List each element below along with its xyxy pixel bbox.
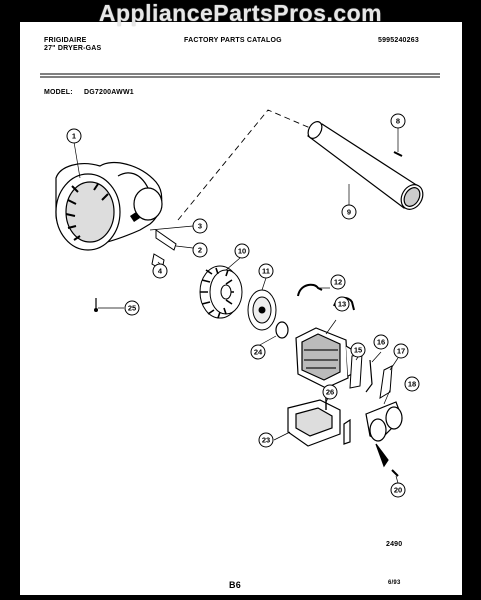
spring-part bbox=[365, 359, 373, 393]
dashed-leader bbox=[177, 109, 344, 221]
brand-label: FRIGIDAIRE bbox=[44, 37, 87, 44]
callout-9: 9 bbox=[341, 204, 357, 220]
callout-26: 26 bbox=[322, 384, 338, 400]
drive-motor-part bbox=[295, 327, 357, 389]
screw-head bbox=[94, 308, 98, 312]
svg-text:15: 15 bbox=[354, 346, 362, 355]
product-label: 27" DRYER-GAS bbox=[44, 45, 102, 52]
bracket-part bbox=[379, 365, 393, 399]
model-label: MODEL: bbox=[44, 89, 73, 96]
revision-date: 6/93 bbox=[388, 580, 401, 586]
callout-15: 15 bbox=[350, 342, 366, 358]
switch-part bbox=[349, 353, 363, 389]
svg-text:23: 23 bbox=[262, 436, 270, 445]
model-number: DG7200AWW1 bbox=[84, 89, 134, 96]
callout-4: 4 bbox=[152, 263, 168, 279]
motor-mount-part bbox=[287, 399, 351, 447]
catalog-number: 5995240263 bbox=[378, 37, 419, 44]
svg-text:3: 3 bbox=[198, 222, 202, 231]
blower-housing-part bbox=[55, 161, 163, 251]
svg-text:18: 18 bbox=[408, 380, 416, 389]
catalog-title: FACTORY PARTS CATALOG bbox=[184, 37, 282, 44]
svg-text:10: 10 bbox=[238, 247, 246, 256]
coupler-part bbox=[275, 321, 289, 339]
drawing-number: 2490 bbox=[386, 541, 403, 548]
svg-text:9: 9 bbox=[347, 208, 351, 217]
callout-3: 3 bbox=[192, 218, 208, 234]
svg-text:4: 4 bbox=[158, 267, 163, 276]
callout-11: 11 bbox=[258, 263, 274, 279]
exhaust-duct-part bbox=[307, 121, 424, 210]
svg-text:20: 20 bbox=[394, 486, 402, 495]
svg-text:17: 17 bbox=[397, 347, 405, 356]
callout-16: 16 bbox=[373, 334, 389, 350]
svg-text:2: 2 bbox=[198, 246, 202, 255]
callout-1: 1 bbox=[66, 128, 82, 144]
svg-text:25: 25 bbox=[128, 304, 136, 313]
svg-text:13: 13 bbox=[338, 300, 346, 309]
callout-13: 13 bbox=[334, 296, 350, 312]
svg-text:8: 8 bbox=[396, 117, 400, 126]
callout-17: 17 bbox=[393, 343, 409, 359]
screw-part bbox=[130, 212, 140, 222]
screw-part bbox=[391, 469, 399, 477]
watermark-text: AppliancePartsPros.com bbox=[98, 0, 383, 26]
svg-text:1: 1 bbox=[72, 132, 76, 141]
pulley-disk-part bbox=[247, 289, 277, 331]
callout-8: 8 bbox=[390, 113, 406, 129]
motor-clip-part bbox=[297, 283, 323, 297]
callout-23: 23 bbox=[258, 432, 274, 448]
callout-10: 10 bbox=[234, 243, 250, 259]
callout-layer: 1 2 3 4 8 9 10 11 12 13 15 16 17 18 20 2… bbox=[66, 113, 420, 498]
idler-assembly-part bbox=[365, 401, 403, 468]
duct-screw-part bbox=[393, 151, 403, 157]
svg-text:11: 11 bbox=[262, 267, 270, 276]
callout-2: 2 bbox=[192, 242, 208, 258]
svg-text:12: 12 bbox=[334, 278, 342, 287]
parts-diagram-sheet bbox=[20, 22, 462, 595]
callout-24: 24 bbox=[250, 344, 266, 360]
callout-25: 25 bbox=[124, 300, 140, 316]
svg-text:24: 24 bbox=[254, 348, 263, 357]
svg-text:26: 26 bbox=[326, 388, 334, 397]
callout-18: 18 bbox=[404, 376, 420, 392]
callout-20: 20 bbox=[390, 482, 406, 498]
callout-12: 12 bbox=[330, 274, 346, 290]
svg-text:16: 16 bbox=[377, 338, 385, 347]
bracket-part bbox=[155, 229, 177, 251]
blower-wheel-part bbox=[199, 265, 243, 319]
page-number: B6 bbox=[229, 580, 241, 590]
